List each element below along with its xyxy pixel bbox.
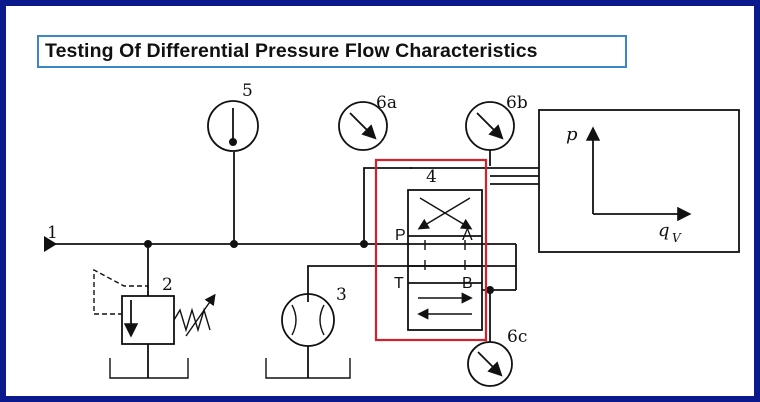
diagram-title: Testing Of Differential Pressure Flow Ch…: [45, 40, 538, 62]
gauge-5-icon: [207, 100, 259, 152]
gauge-6a-icon: [338, 101, 388, 151]
label-valve: 4: [426, 167, 437, 187]
valve-highlight-box: [374, 158, 488, 342]
label-port-t: T: [394, 275, 404, 292]
gauge-6b-icon: [465, 101, 515, 151]
inlet-arrow-icon: [44, 236, 57, 252]
label-gauge-6c: 6c: [507, 327, 527, 347]
label-flow-meter: 3: [336, 285, 347, 305]
label-axis-x: q: [658, 220, 670, 241]
label-gauge-5: 5: [242, 81, 253, 101]
relief-valve-icon: [93, 268, 216, 379]
label-relief-valve: 2: [162, 275, 173, 295]
label-gauge-6b: 6b: [506, 93, 528, 113]
title-box: Testing Of Differential Pressure Flow Ch…: [37, 35, 627, 68]
label-axis-y: p: [566, 124, 578, 145]
label-gauge-6a: 6a: [376, 93, 397, 113]
label-port-p: P: [395, 227, 406, 244]
recorder-box: [538, 109, 740, 253]
label-port-a: A: [462, 227, 473, 244]
junction-dot: [486, 286, 494, 294]
directional-valve-icon: [407, 189, 517, 331]
flow-meter-icon: [265, 293, 351, 379]
gauge-6a-line: [363, 167, 412, 244]
label-inlet: 1: [47, 223, 58, 243]
gauge-6c-icon: [467, 341, 513, 387]
label-axis-x-sub: V: [672, 231, 682, 245]
label-port-b: B: [462, 275, 473, 292]
